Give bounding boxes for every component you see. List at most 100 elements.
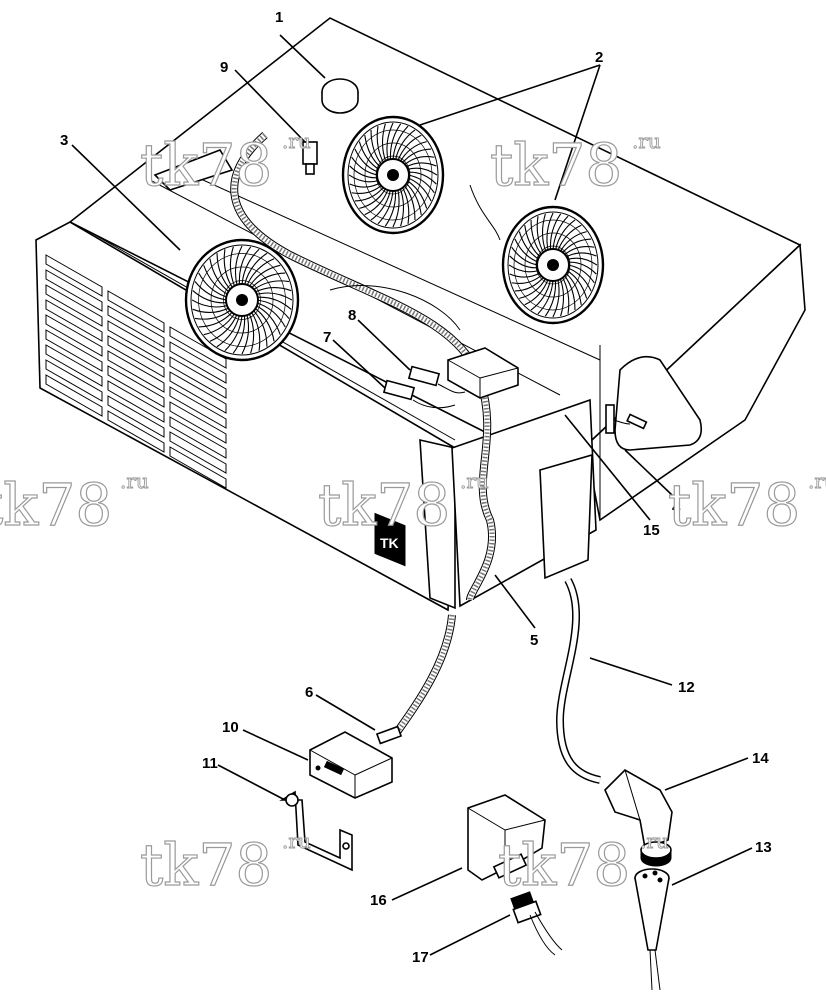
callout-4: 4 bbox=[672, 499, 681, 516]
leader-1 bbox=[279, 34, 326, 79]
grille-slot bbox=[107, 410, 165, 453]
end-cap bbox=[419, 438, 456, 610]
grille-slot bbox=[169, 371, 227, 414]
callout-1: 1 bbox=[275, 9, 283, 26]
grille-slot bbox=[107, 305, 165, 348]
grille-slot bbox=[107, 395, 165, 438]
leader-3 bbox=[71, 144, 181, 251]
watermarks: tk78 .ru tk78 .ru tk78 .ru tk78 .ru tk78… bbox=[0, 129, 826, 900]
relay-module bbox=[447, 347, 519, 399]
leader-5 bbox=[494, 574, 536, 629]
leader-14 bbox=[664, 757, 749, 791]
connector-17 bbox=[510, 891, 563, 956]
grille-slot bbox=[169, 341, 227, 384]
callout-9: 9 bbox=[220, 59, 228, 76]
leader-13 bbox=[671, 847, 753, 886]
watermark-7: tk78 bbox=[498, 831, 630, 899]
connector-4 bbox=[605, 404, 648, 434]
callout-10: 10 bbox=[222, 719, 239, 736]
leader-2b bbox=[554, 64, 601, 201]
power-cord bbox=[555, 578, 601, 784]
watermark-6-suffix: .ru bbox=[282, 829, 311, 853]
callout-2: 2 bbox=[595, 49, 603, 66]
leader-lines bbox=[71, 34, 753, 956]
leader-11 bbox=[217, 764, 286, 801]
callout-14: 14 bbox=[752, 750, 769, 767]
callout-labels: 1 2 3 4 5 6 7 8 9 10 11 12 13 14 15 16 1… bbox=[60, 9, 772, 966]
frame-bracket bbox=[153, 149, 234, 191]
grille-slot bbox=[107, 365, 165, 408]
callout-16: 16 bbox=[370, 892, 387, 909]
leader-10 bbox=[242, 729, 309, 761]
callout-6: 6 bbox=[305, 684, 313, 701]
leader-8 bbox=[357, 319, 411, 371]
plug-13 bbox=[634, 868, 670, 991]
grille-slot bbox=[45, 299, 103, 342]
grille-slot bbox=[169, 401, 227, 444]
grille-slot bbox=[107, 320, 165, 363]
grille-slot bbox=[169, 416, 227, 459]
leader-7 bbox=[332, 339, 386, 389]
grille-slot bbox=[169, 386, 227, 429]
grille-slot bbox=[107, 335, 165, 378]
grille-slot bbox=[45, 314, 103, 357]
fan-2a bbox=[341, 115, 445, 235]
callout-5: 5 bbox=[530, 632, 538, 649]
grille-slot bbox=[169, 431, 227, 474]
leader-16 bbox=[391, 867, 463, 901]
watermark-5-suffix: .ru bbox=[808, 469, 826, 493]
watermark-7-suffix: .ru bbox=[640, 829, 669, 853]
logo-text: TK bbox=[380, 535, 399, 551]
watermark-5: tk78 bbox=[668, 471, 800, 539]
pressure-switch-9 bbox=[302, 141, 318, 175]
grille-slot bbox=[45, 284, 103, 327]
fan-2b bbox=[501, 205, 605, 325]
grille-slot bbox=[169, 446, 227, 489]
callout-11: 11 bbox=[202, 755, 218, 772]
leader-17 bbox=[429, 914, 511, 956]
watermark-1-suffix: .ru bbox=[282, 129, 311, 153]
leader-6 bbox=[315, 694, 376, 731]
grille-slot bbox=[45, 254, 103, 297]
leader-9 bbox=[234, 69, 306, 143]
connectors-7-8 bbox=[382, 365, 466, 409]
callout-17: 17 bbox=[412, 949, 429, 966]
thermostat-1 bbox=[321, 78, 359, 114]
grille-slot bbox=[45, 344, 103, 387]
callout-8: 8 bbox=[348, 307, 356, 324]
grille-slot bbox=[107, 350, 165, 393]
callout-15: 15 bbox=[643, 522, 660, 539]
mounting-bracket-11 bbox=[279, 790, 353, 872]
watermark-2: tk78 bbox=[490, 131, 622, 199]
electrical-box-side bbox=[539, 453, 593, 580]
callout-7: 7 bbox=[323, 329, 331, 346]
grille-slot bbox=[45, 269, 103, 312]
grille-slot bbox=[169, 356, 227, 399]
callout-12: 12 bbox=[678, 679, 695, 696]
watermark-6: tk78 bbox=[140, 831, 272, 899]
grille-slot bbox=[45, 359, 103, 402]
grille-slot bbox=[107, 380, 165, 423]
bracket-16 bbox=[467, 794, 546, 881]
grille-slots bbox=[45, 254, 227, 489]
remote-controller-10 bbox=[309, 731, 393, 799]
access-window bbox=[614, 355, 703, 451]
watermark-4: tk78 bbox=[318, 471, 450, 539]
grille-slot bbox=[107, 290, 165, 333]
watermark-3: tk78 bbox=[0, 471, 112, 539]
grille-slot bbox=[45, 329, 103, 372]
plug-housing-14 bbox=[604, 769, 673, 867]
watermark-4-suffix: .ru bbox=[460, 469, 489, 493]
leader-4 bbox=[624, 449, 673, 496]
callout-3: 3 bbox=[60, 132, 68, 149]
cable-connector-6 bbox=[375, 725, 403, 745]
watermark-3-suffix: .ru bbox=[120, 469, 149, 493]
leader-12 bbox=[589, 657, 673, 686]
watermark-2-suffix: .ru bbox=[632, 129, 661, 153]
callout-13: 13 bbox=[755, 839, 772, 856]
fan-3 bbox=[184, 238, 300, 362]
tk-logo: TK bbox=[374, 512, 406, 567]
fans bbox=[184, 115, 605, 362]
grille-slot bbox=[45, 374, 103, 417]
